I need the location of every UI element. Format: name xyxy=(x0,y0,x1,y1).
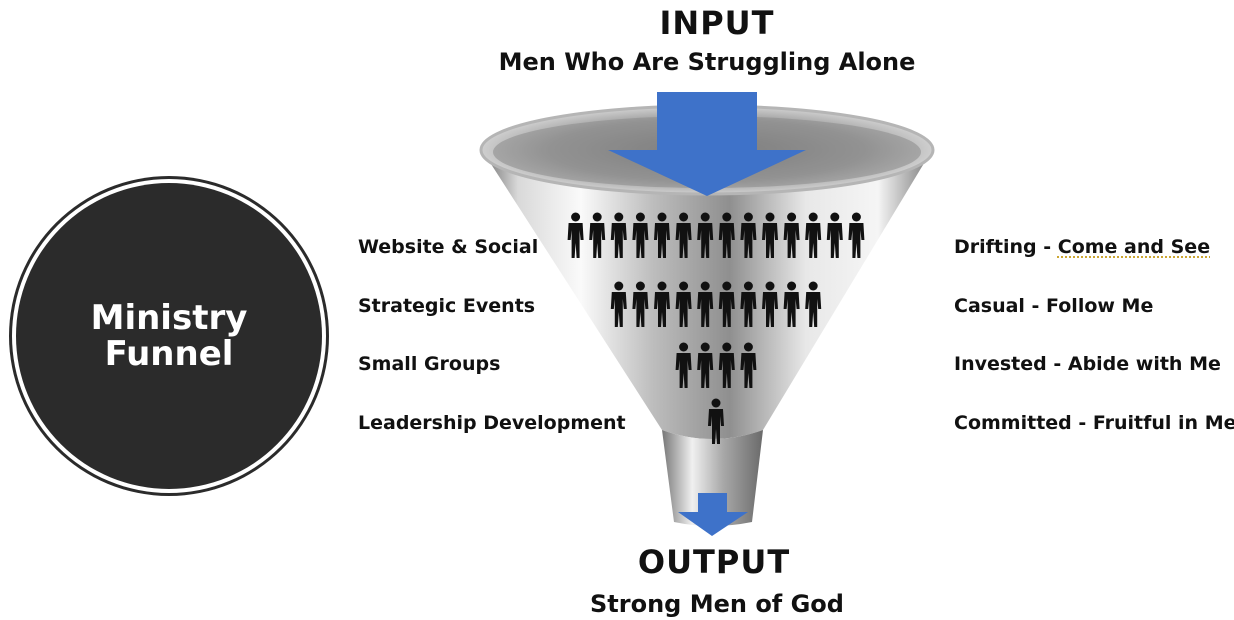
right-label-invested: Invested - Abide with Me xyxy=(954,353,1221,375)
right-label-committed: Committed - Fruitful in Me xyxy=(954,412,1234,434)
left-label-small-groups: Small Groups xyxy=(358,353,500,375)
right-label-drifting-prefix: Drifting - xyxy=(954,236,1058,258)
right-label-drifting-text: Come and See xyxy=(1058,236,1210,258)
right-label-casual: Casual - Follow Me xyxy=(954,295,1153,317)
left-label-leadership-development: Leadership Development xyxy=(358,412,626,434)
left-label-website-social: Website & Social xyxy=(358,236,538,258)
left-label-strategic-events: Strategic Events xyxy=(358,295,535,317)
right-label-drifting: Drifting - Come and See xyxy=(954,236,1210,258)
